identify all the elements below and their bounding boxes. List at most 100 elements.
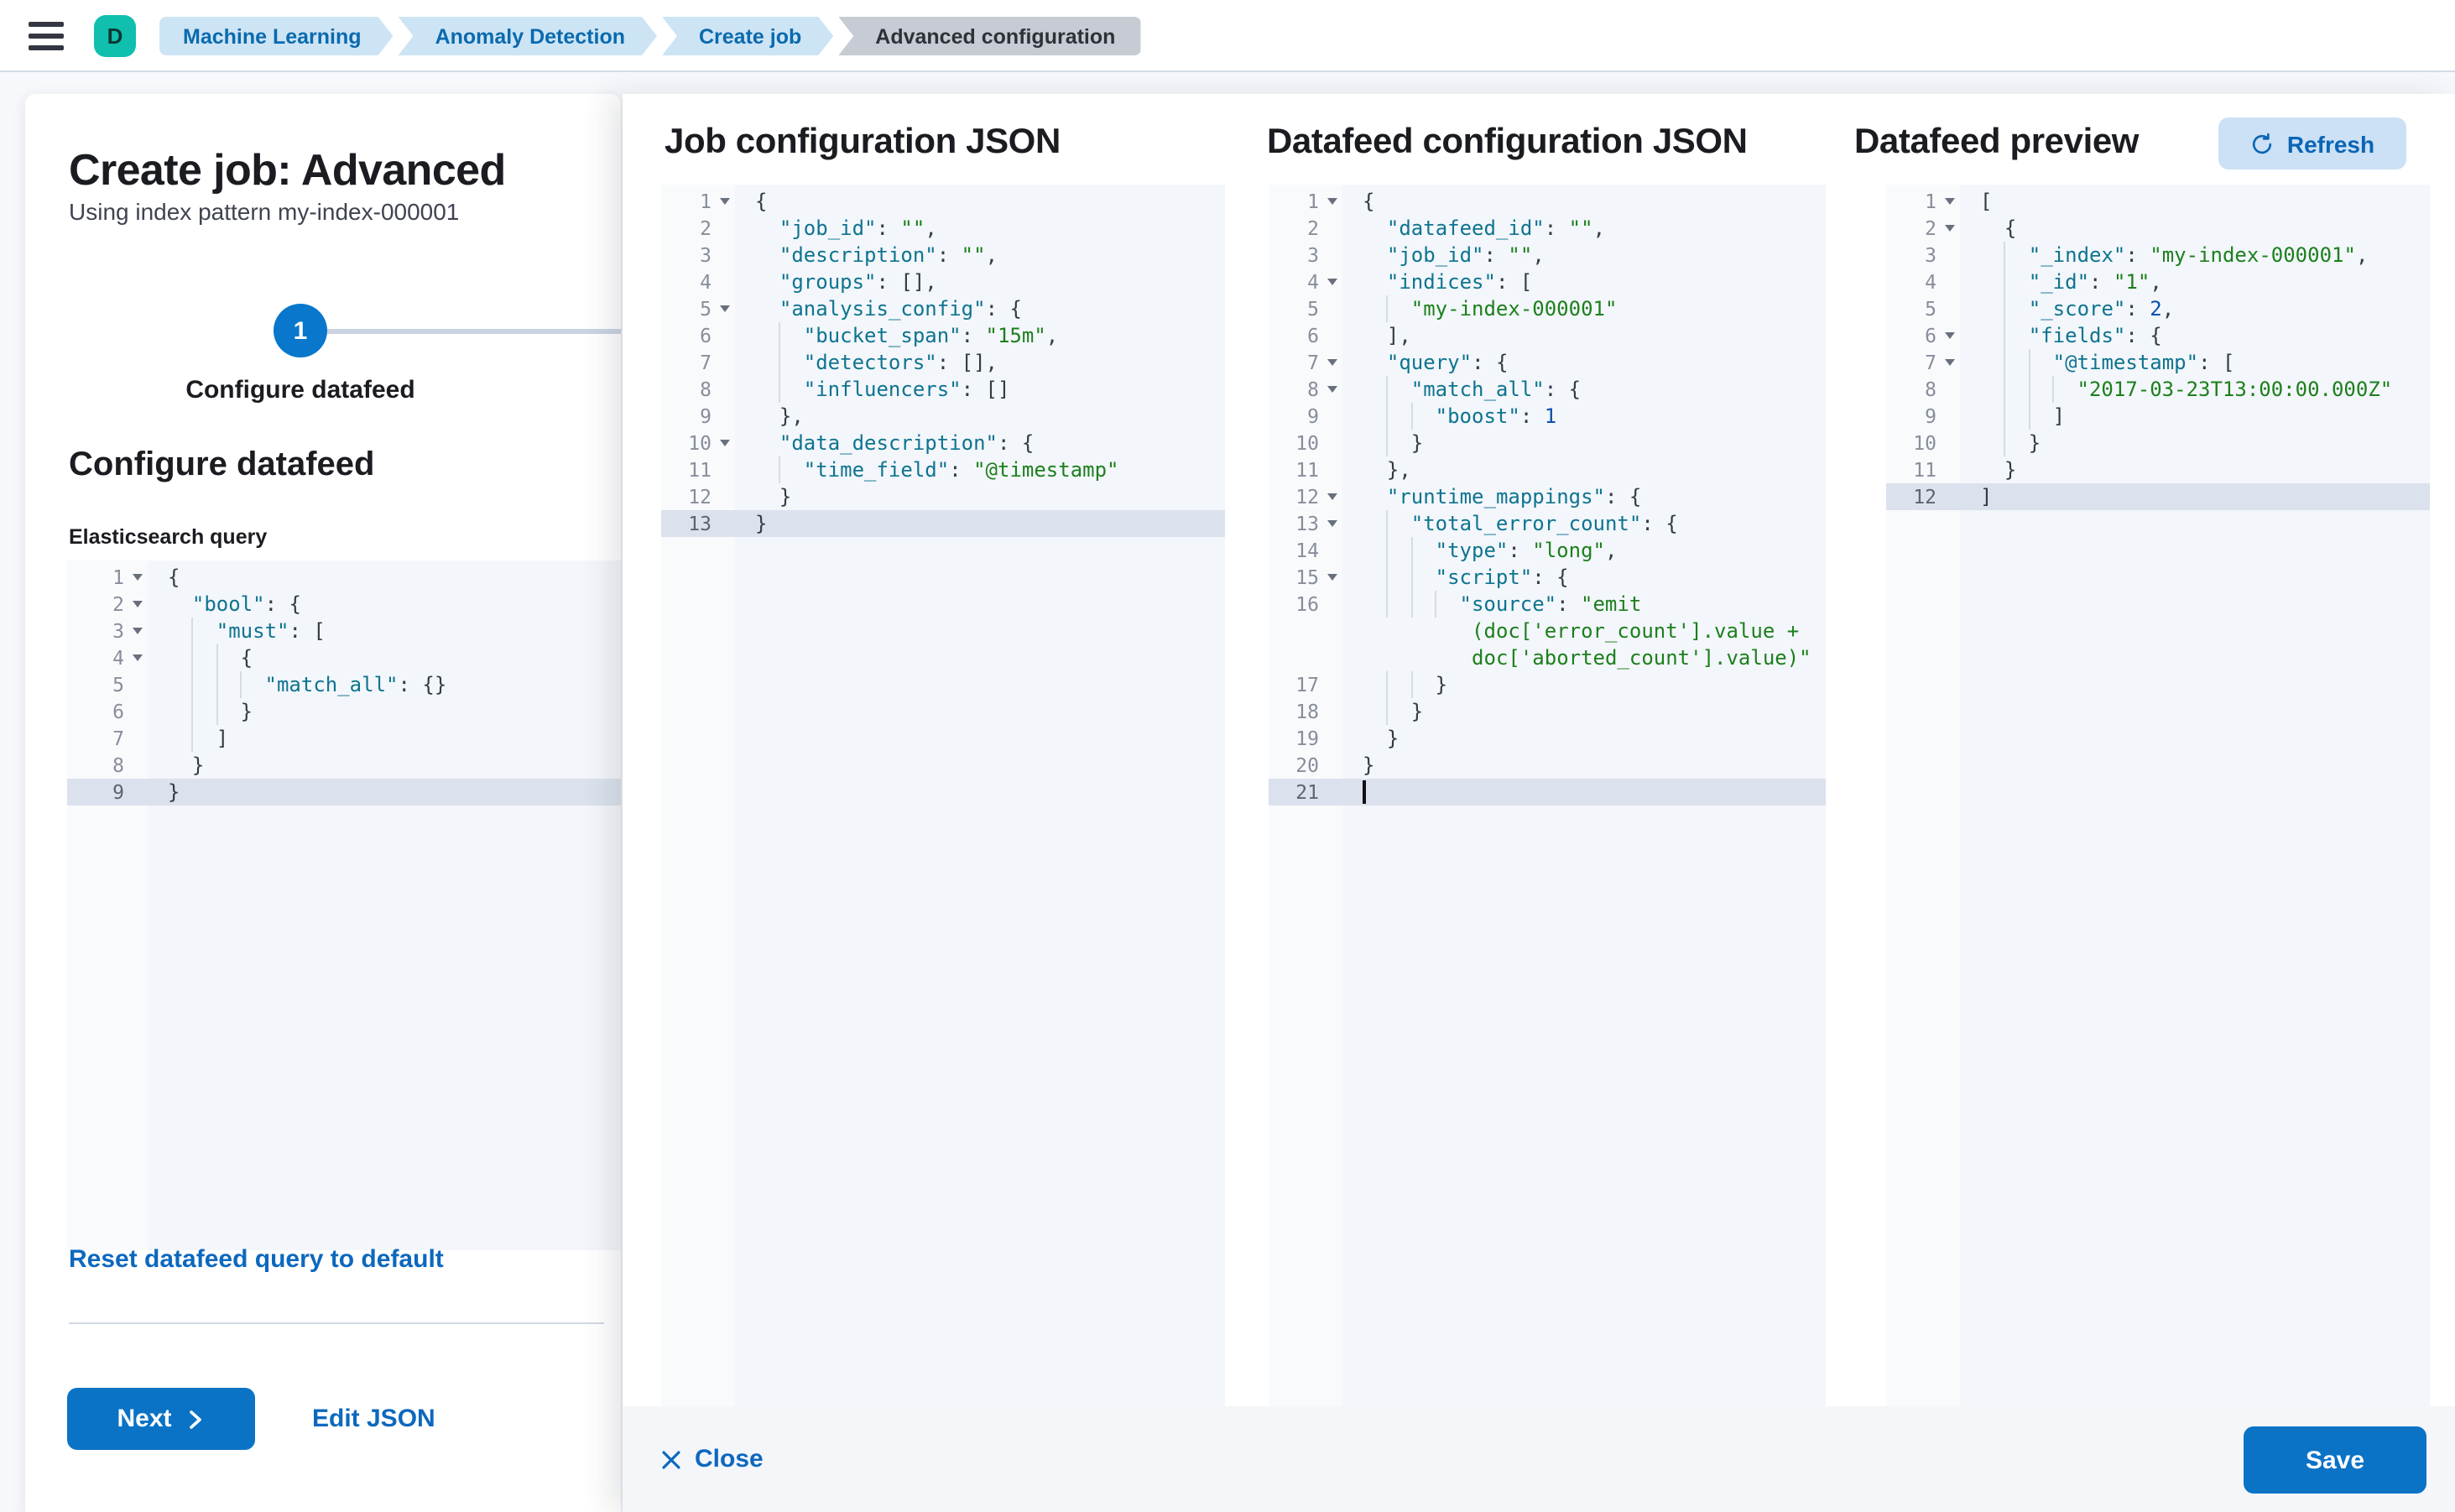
editor-gutter-cell: 2 xyxy=(1269,215,1342,242)
datafeed-configuration-json-editor[interactable]: 1{2 "datafeed_id": "",3 "job_id": "",4 "… xyxy=(1269,185,1826,1406)
editor-gutter-cell: 11 xyxy=(1269,456,1342,483)
code-line-row: 11 "time_field": "@timestamp" xyxy=(661,456,1225,483)
editor-gutter-cell: 3 xyxy=(661,242,735,269)
fold-toggle-icon[interactable] xyxy=(1945,225,1955,232)
editor-gutter-cell: 6 xyxy=(661,322,735,349)
line-number: 10 xyxy=(1913,431,1936,455)
fold-toggle-icon[interactable] xyxy=(720,440,730,446)
editor-gutter-cell: 1 xyxy=(1886,188,1960,215)
editor-gutter-cell: 9 xyxy=(67,779,148,806)
breadcrumb-item-create-job[interactable]: Create job xyxy=(662,17,833,55)
fold-toggle-icon[interactable] xyxy=(1945,198,1955,205)
fold-toggle-icon[interactable] xyxy=(1327,574,1337,581)
editor-gutter-cell: 4 xyxy=(67,644,148,671)
breadcrumb-item-machine-learning[interactable]: Machine Learning xyxy=(159,17,394,55)
code-line-row: 7 "detectors": [], xyxy=(661,349,1225,376)
indent-guide xyxy=(191,725,216,752)
datafeed-preview-title: Datafeed preview xyxy=(1854,123,2140,161)
menu-icon[interactable] xyxy=(29,22,64,50)
line-number: 1 xyxy=(112,566,124,589)
line-number: 4 xyxy=(112,646,124,670)
code-line: { xyxy=(755,190,768,213)
line-number: 9 xyxy=(112,780,124,804)
code-line: "source": "emit xyxy=(1342,591,1826,618)
indent-guide xyxy=(1386,564,1411,591)
line-number: 1 xyxy=(700,190,711,213)
fold-toggle-icon[interactable] xyxy=(133,654,143,661)
fold-toggle-icon[interactable] xyxy=(1945,332,1955,339)
code-line-row: 8 "influencers": [] xyxy=(661,376,1225,403)
save-button[interactable]: Save xyxy=(2244,1426,2426,1494)
editor-gutter-cell: 10 xyxy=(1269,430,1342,456)
indent-guide xyxy=(2004,430,2029,456)
line-number: 12 xyxy=(1295,485,1319,508)
fold-toggle-icon[interactable] xyxy=(133,601,143,607)
job-configuration-json-title: Job configuration JSON xyxy=(665,123,1061,161)
elasticsearch-query-label: Elasticsearch query xyxy=(69,525,268,549)
code-line: "job_id": "", xyxy=(1386,243,1545,267)
indent-guide xyxy=(216,698,241,725)
code-line-row: 14 "type": "long", xyxy=(1269,537,1826,564)
indent-guide xyxy=(2028,403,2053,430)
indent-guide xyxy=(191,671,216,698)
elasticsearch-query-editor[interactable]: 1{2 "bool": {3 "must": [4 {5 "match_all"… xyxy=(67,560,621,1250)
indent-guide xyxy=(191,644,216,671)
editor-gutter-cell: 8 xyxy=(661,376,735,403)
fold-toggle-icon[interactable] xyxy=(1327,279,1337,285)
code-line: "job_id": "", xyxy=(779,216,937,240)
code-line-row: 17 } xyxy=(1269,671,1826,698)
code-line xyxy=(1342,779,1826,806)
code-line: "runtime_mappings": { xyxy=(1386,485,1642,508)
refresh-button[interactable]: Refresh xyxy=(2218,117,2406,169)
line-number: 2 xyxy=(700,216,711,240)
editor-gutter-cell: 7 xyxy=(1886,349,1960,376)
line-number: 5 xyxy=(1925,297,1936,321)
line-number: 1 xyxy=(1925,190,1936,213)
editor-gutter-cell: 10 xyxy=(661,430,735,456)
next-button[interactable]: Next xyxy=(67,1388,255,1450)
close-button[interactable]: Close xyxy=(661,1406,764,1512)
code-line-row: 5 "my-index-000001" xyxy=(1269,295,1826,322)
line-number: 6 xyxy=(700,324,711,347)
reset-datafeed-query-link[interactable]: Reset datafeed query to default xyxy=(69,1245,444,1274)
code-line-row: 10 } xyxy=(1269,430,1826,456)
create-job-wizard-panel: Create job: Advanced Using index pattern… xyxy=(25,94,621,1512)
breadcrumb-item-anomaly-detection[interactable]: Anomaly Detection xyxy=(399,17,657,55)
fold-toggle-icon[interactable] xyxy=(720,198,730,205)
line-number: 3 xyxy=(700,243,711,267)
code-line-row: 6 } xyxy=(67,698,621,725)
step-1-indicator[interactable]: 1 xyxy=(274,304,327,357)
fold-toggle-icon[interactable] xyxy=(1327,198,1337,205)
fold-toggle-icon[interactable] xyxy=(720,305,730,312)
fold-toggle-icon[interactable] xyxy=(1945,359,1955,366)
line-number: 3 xyxy=(1925,243,1936,267)
fold-toggle-icon[interactable] xyxy=(1327,520,1337,527)
fold-toggle-icon[interactable] xyxy=(1327,359,1337,366)
editor-gutter-cell: 1 xyxy=(661,188,735,215)
code-line: "indices": [ xyxy=(1386,270,1533,294)
indent-guide xyxy=(1410,537,1436,564)
indent-guide xyxy=(1410,403,1436,430)
code-line: } xyxy=(1342,671,1826,698)
fold-toggle-icon[interactable] xyxy=(133,628,143,634)
editor-gutter-cell: 9 xyxy=(1269,403,1342,430)
line-number: 5 xyxy=(112,673,124,696)
editor-gutter-cell: 11 xyxy=(1886,456,1960,483)
fold-toggle-icon[interactable] xyxy=(1327,386,1337,393)
space-avatar[interactable]: D xyxy=(94,15,136,57)
fold-toggle-icon[interactable] xyxy=(133,574,143,581)
datafeed-preview-editor[interactable]: 1[2 {3 "_index": "my-index-000001",4 "_i… xyxy=(1886,185,2430,1406)
code-line-row: 5 "_score": 2, xyxy=(1886,295,2430,322)
editor-gutter-cell: 13 xyxy=(1269,510,1342,537)
indent-guide xyxy=(1435,591,1460,618)
job-configuration-json-editor[interactable]: 1{2 "job_id": "",3 "description": "",4 "… xyxy=(661,185,1225,1406)
code-line: } xyxy=(148,698,621,725)
indent-guide xyxy=(1386,510,1411,537)
editor-gutter-cell: 5 xyxy=(67,671,148,698)
line-number: 13 xyxy=(1295,512,1319,535)
edit-json-link[interactable]: Edit JSON xyxy=(312,1405,435,1433)
indent-guide xyxy=(1386,295,1411,322)
fold-toggle-icon[interactable] xyxy=(1327,493,1337,500)
code-line: "analysis_config": { xyxy=(779,297,1022,321)
